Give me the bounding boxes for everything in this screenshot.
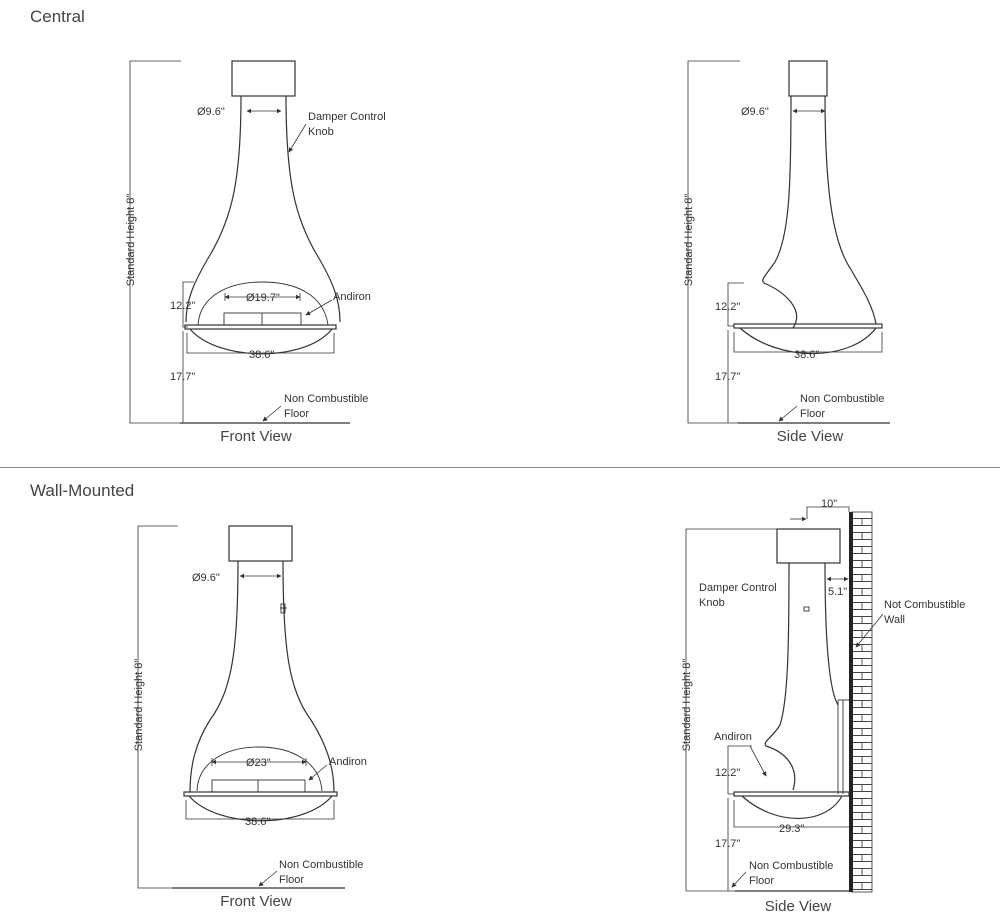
andiron bbox=[211, 779, 306, 793]
svg-text:Non Combustible: Non Combustible bbox=[279, 859, 363, 871]
svg-text:Floor: Floor bbox=[749, 875, 774, 887]
flue-collar bbox=[231, 60, 296, 97]
bowl-bottom bbox=[741, 795, 843, 820]
svg-text:17.7": 17.7" bbox=[715, 371, 740, 383]
hood-front-outline bbox=[764, 562, 796, 791]
flue-collar bbox=[788, 60, 828, 97]
svg-text:Andiron: Andiron bbox=[329, 756, 367, 768]
svg-text:10": 10" bbox=[821, 498, 837, 510]
overall-height-bracket bbox=[129, 60, 181, 424]
svg-text:Floor: Floor bbox=[800, 408, 825, 420]
bowl-bottom bbox=[188, 795, 333, 822]
width-dim bbox=[186, 333, 335, 354]
hearth-plate bbox=[733, 791, 850, 797]
overall-height-bracket bbox=[685, 528, 777, 892]
svg-text:Floor: Floor bbox=[279, 874, 304, 886]
svg-text:Ø9.6": Ø9.6" bbox=[741, 106, 769, 118]
flue-collar bbox=[776, 528, 841, 564]
svg-text:17.7": 17.7" bbox=[715, 838, 740, 850]
hearth-plate bbox=[733, 323, 883, 329]
flue-diameter-label: Ø9.6" bbox=[197, 106, 225, 118]
svg-text:Standard Height 8": Standard Height 8" bbox=[133, 659, 145, 752]
hearth-plate bbox=[184, 324, 337, 330]
svg-text:Standard Height 8": Standard Height 8" bbox=[683, 194, 695, 287]
view-title-wall-side: Side View bbox=[764, 898, 832, 915]
damper-callout: Damper Control bbox=[308, 111, 386, 123]
wall-face bbox=[849, 512, 853, 892]
hearth-plate bbox=[183, 791, 338, 797]
hood-right-outline bbox=[282, 560, 335, 793]
andiron bbox=[223, 312, 302, 326]
opening-diameter-label: Ø19.7" bbox=[246, 292, 280, 304]
floor-callout: Non Combustible bbox=[284, 393, 368, 405]
opening-height-label: 12.2" bbox=[170, 300, 195, 312]
hood-right-outline bbox=[824, 95, 877, 325]
damper-knob bbox=[803, 606, 810, 612]
floor-height-label: 17.7" bbox=[170, 371, 195, 383]
hood-left-outline bbox=[762, 95, 798, 329]
view-title-wall-front: Front View bbox=[220, 893, 292, 910]
flue-collar bbox=[228, 525, 293, 562]
svg-text:5.1": 5.1" bbox=[828, 586, 847, 598]
overall-height-bracket bbox=[137, 525, 178, 889]
damper-knob bbox=[280, 603, 286, 614]
svg-text:Not Combustible: Not Combustible bbox=[884, 599, 965, 611]
brick-wall bbox=[851, 511, 873, 893]
svg-text:38.6": 38.6" bbox=[794, 349, 819, 361]
svg-text:Knob: Knob bbox=[308, 126, 334, 138]
svg-text:Wall: Wall bbox=[884, 614, 905, 626]
section-divider bbox=[0, 467, 1000, 468]
svg-text:12.2": 12.2" bbox=[715, 767, 740, 779]
svg-text:Standard Height 8": Standard Height 8" bbox=[681, 659, 693, 752]
svg-text:29.3": 29.3" bbox=[779, 823, 804, 835]
hood-back-outline bbox=[824, 562, 839, 706]
hood-left-outline bbox=[189, 560, 239, 793]
svg-text:12.2": 12.2" bbox=[715, 301, 740, 313]
andiron-callout: Andiron bbox=[333, 291, 371, 303]
view-title-central-side: Side View bbox=[776, 428, 844, 445]
svg-text:Knob: Knob bbox=[699, 597, 725, 609]
section-title-wall-mounted: Wall-Mounted bbox=[30, 481, 135, 500]
wall-front-view: Standard Height 8" Ø9.6" Ø23" 38.6" Andi… bbox=[133, 525, 367, 889]
standard-height-label: Standard Height 8" bbox=[125, 194, 137, 287]
fire-opening bbox=[196, 746, 323, 792]
central-side-view: Standard Height 8" Ø9.6" 12.2" 38.6" 17.… bbox=[683, 60, 890, 424]
wall-side-view: Standard Height 8" 10" 5.1" 12.2" 29.3" … bbox=[681, 498, 965, 893]
svg-text:Non Combustible: Non Combustible bbox=[749, 860, 833, 872]
fire-opening bbox=[197, 281, 329, 326]
wall-offset-dim bbox=[806, 506, 850, 519]
view-title-central-front: Front View bbox=[220, 428, 292, 445]
svg-text:Floor: Floor bbox=[284, 408, 309, 420]
hood-left-outline bbox=[185, 95, 242, 323]
bowl-bottom bbox=[739, 327, 877, 354]
svg-text:Damper Control: Damper Control bbox=[699, 582, 777, 594]
svg-text:Ø23": Ø23" bbox=[246, 757, 271, 769]
bowl-bottom bbox=[189, 328, 333, 355]
svg-text:Andiron: Andiron bbox=[714, 731, 752, 743]
width-label: 38.6" bbox=[249, 349, 274, 361]
section-title-central: Central bbox=[30, 7, 85, 26]
svg-text:38.6": 38.6" bbox=[245, 816, 270, 828]
opening-height-bracket bbox=[182, 281, 194, 328]
hood-right-outline bbox=[285, 95, 341, 323]
central-front-view: Standard Height 8" Ø9.6" Ø19.7" 38.6" 12… bbox=[125, 60, 386, 424]
svg-text:Non Combustible: Non Combustible bbox=[800, 393, 884, 405]
overall-height-bracket bbox=[687, 60, 740, 424]
svg-text:Ø9.6": Ø9.6" bbox=[192, 572, 220, 584]
